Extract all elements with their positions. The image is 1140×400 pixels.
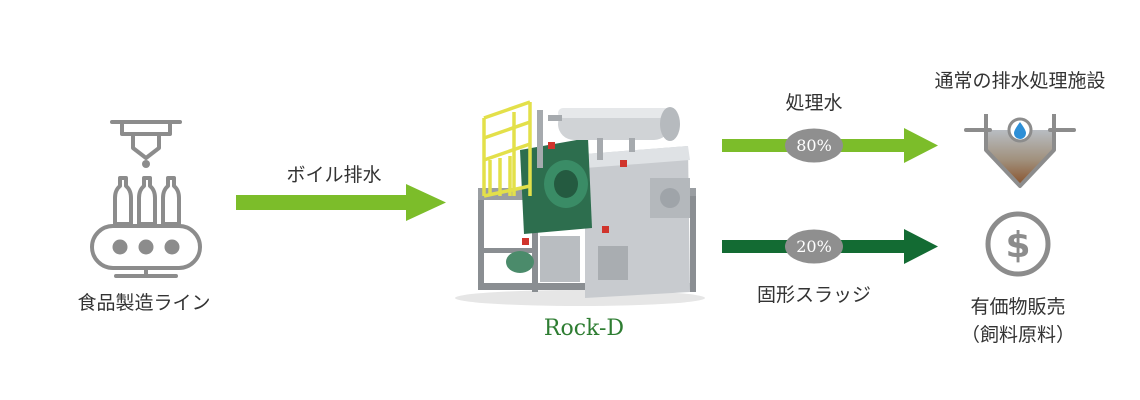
conveyor-roller xyxy=(138,239,154,255)
food-production-line-icon xyxy=(90,120,202,278)
treated-water-label: 処理水 xyxy=(785,92,843,114)
treatment-facility-label: 通常の排水処理施設 xyxy=(934,70,1106,92)
machine-name: Rock-D xyxy=(543,316,625,341)
svg-text:$: $ xyxy=(1005,225,1030,266)
conveyor-roller xyxy=(112,239,128,255)
percent-label: 20% xyxy=(796,237,832,256)
valuable-sales-label: 有価物販売 xyxy=(970,296,1066,318)
wastewater-treatment-tank-icon xyxy=(964,114,1076,188)
feed-material-label: （飼料原料） xyxy=(960,324,1076,346)
solid-sludge-label: 固形スラッジ xyxy=(756,284,872,306)
boil-wastewater-arrow xyxy=(236,184,446,221)
percent-badge-treated-water: 80% xyxy=(785,128,843,163)
source-label: 食品製造ライン xyxy=(77,292,211,314)
input-flow-label: ボイル排水 xyxy=(286,164,382,186)
percent-label: 80% xyxy=(796,136,832,155)
conveyor-roller xyxy=(164,239,180,255)
dollar-coin-icon: $ xyxy=(985,211,1051,277)
rock-d-machine-illustration xyxy=(455,100,705,306)
percent-badge-solid-sludge: 20% xyxy=(785,229,843,264)
